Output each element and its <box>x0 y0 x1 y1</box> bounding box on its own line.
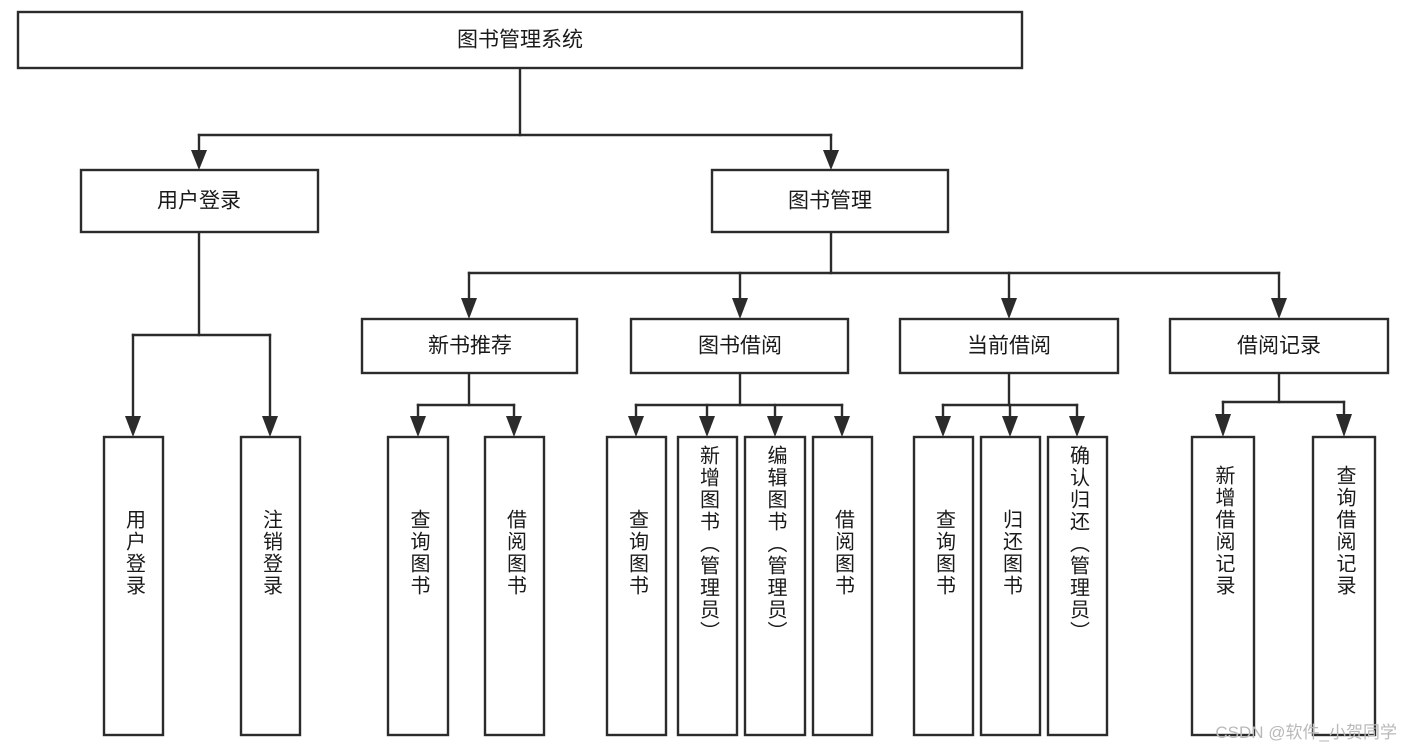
arrow-bookmanage-to-newbook <box>461 298 477 319</box>
node-book-borrow-box[interactable] <box>629 317 850 375</box>
arrow-newbook-leaf-2 <box>506 416 522 437</box>
leaf-box-borrow-book-newbook[interactable] <box>483 435 546 737</box>
arrow-bookmanage-to-current <box>1001 298 1017 319</box>
node-root-label: 图书管理系统 <box>457 29 583 52</box>
node-book-management-box[interactable] <box>710 168 950 234</box>
leaf-box-query-book-current[interactable] <box>912 435 975 737</box>
node-book-management[interactable]: 图书管理 <box>710 168 950 234</box>
arrow-userlogin-leaf-1 <box>125 416 141 437</box>
node-borrow-record-label: 借阅记录 <box>1237 335 1321 358</box>
node-new-book-recommend-label: 新书推荐 <box>428 335 512 358</box>
node-current-borrow-box[interactable] <box>898 317 1120 375</box>
arrow-borrow-leaf-4 <box>834 416 850 437</box>
node-new-book-recommend-box[interactable] <box>360 317 579 375</box>
arrow-borrow-leaf-2 <box>699 416 715 437</box>
arrow-bookmanage-to-borrow <box>732 298 748 319</box>
leaf-box-user-login[interactable] <box>102 435 165 737</box>
node-book-borrow[interactable]: 图书借阅 <box>629 317 850 375</box>
leaf-box-add-book-admin[interactable] <box>676 435 739 737</box>
arrow-current-leaf-3 <box>1069 416 1085 437</box>
leaf-box-query-book-borrow[interactable] <box>605 435 668 737</box>
node-current-borrow[interactable]: 当前借阅 <box>898 317 1120 375</box>
node-current-borrow-label: 当前借阅 <box>967 335 1051 358</box>
node-book-borrow-label: 图书借阅 <box>698 335 782 358</box>
node-new-book-recommend[interactable]: 新书推荐 <box>360 317 579 375</box>
leaf-box-return-book[interactable] <box>979 435 1042 737</box>
arrow-newbook-leaf-1 <box>410 416 426 437</box>
leaf-box-logout[interactable] <box>239 435 302 737</box>
node-user-login-label: 用户登录 <box>157 190 241 213</box>
arrow-borrow-leaf-1 <box>628 416 644 437</box>
node-borrow-record[interactable]: 借阅记录 <box>1168 317 1390 375</box>
arrow-borrow-leaf-3 <box>767 416 783 437</box>
arrow-record-leaf-1 <box>1215 414 1231 437</box>
arrow-userlogin-leaf-2 <box>262 416 278 437</box>
leaf-box-add-borrow-record[interactable] <box>1190 435 1256 737</box>
leaf-box-edit-book-admin[interactable] <box>743 435 807 737</box>
node-user-login[interactable]: 用户登录 <box>79 168 320 234</box>
arrow-bookmanage-to-record <box>1271 298 1287 319</box>
node-borrow-record-box[interactable] <box>1168 317 1390 375</box>
leaf-box-borrow-book[interactable] <box>811 435 874 737</box>
leaf-box-confirm-return-admin[interactable] <box>1046 435 1109 737</box>
arrow-record-leaf-2 <box>1336 414 1352 437</box>
connectors <box>125 66 1352 437</box>
node-root-box[interactable] <box>16 10 1024 70</box>
node-root[interactable]: 图书管理系统 <box>16 10 1024 70</box>
watermark-text: CSDN @软件_小贺同学 <box>1215 723 1397 742</box>
node-user-login-box[interactable] <box>79 168 320 234</box>
arrow-root-to-book-manage <box>823 150 839 170</box>
leaf-box-query-borrow-record[interactable] <box>1311 435 1377 737</box>
arrow-current-leaf-1 <box>935 416 951 437</box>
arrow-current-leaf-2 <box>1002 416 1018 437</box>
arrow-root-to-user-login <box>191 150 207 170</box>
leaf-box-query-book-newbook[interactable] <box>386 435 450 737</box>
node-book-management-label: 图书管理 <box>788 190 872 213</box>
